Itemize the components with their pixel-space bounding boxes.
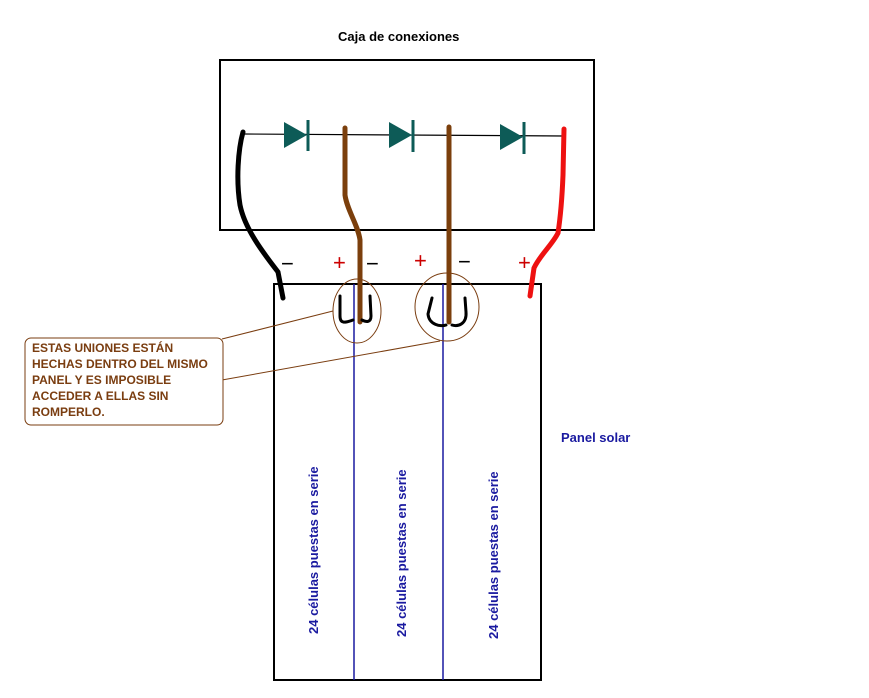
note-line-4: ACCEDER A ELLAS SIN bbox=[32, 389, 168, 403]
note-leader-1 bbox=[221, 310, 334, 340]
cell-string-label-3: 24 células puestas en serie bbox=[486, 471, 501, 639]
sign-plus-1: + bbox=[333, 250, 346, 275]
bypass-diode-3 bbox=[500, 122, 526, 154]
note-line-2: HECHAS DENTRO DEL MISMO bbox=[32, 357, 208, 371]
panel-label: Panel solar bbox=[561, 430, 630, 445]
sign-plus-3: + bbox=[518, 250, 531, 275]
wire-red-positive bbox=[527, 126, 567, 299]
internal-join-black-2 bbox=[360, 294, 373, 323]
note-box bbox=[24, 337, 224, 426]
internal-join-black-1 bbox=[338, 294, 355, 324]
bypass-diode-1 bbox=[284, 120, 310, 151]
note-line-1: ESTAS UNIONES ESTÁN bbox=[32, 340, 173, 355]
sign-minus-3: − bbox=[458, 249, 471, 274]
note-line-5: ROMPERLO. bbox=[32, 405, 105, 419]
internal-join-black-3 bbox=[426, 296, 448, 328]
wire-black-negative bbox=[235, 129, 286, 301]
cell-string-label-1: 24 células puestas en serie bbox=[306, 466, 321, 634]
join-highlight-2 bbox=[414, 272, 480, 342]
sign-minus-1: − bbox=[281, 251, 294, 276]
cell-string-label-2: 24 células puestas en serie bbox=[394, 469, 409, 637]
junction-box-title: Caja de conexiones bbox=[338, 29, 459, 44]
internal-join-black-4 bbox=[450, 296, 468, 328]
junction-box bbox=[219, 59, 595, 231]
wire-brown-1 bbox=[342, 125, 363, 325]
sign-plus-2: + bbox=[414, 248, 427, 273]
sign-minus-2: − bbox=[366, 251, 379, 276]
note-leader-2 bbox=[221, 340, 441, 381]
note-line-3: PANEL Y ES IMPOSIBLE bbox=[32, 373, 171, 387]
solar-panel bbox=[273, 283, 542, 681]
bypass-diode-2 bbox=[389, 120, 415, 152]
